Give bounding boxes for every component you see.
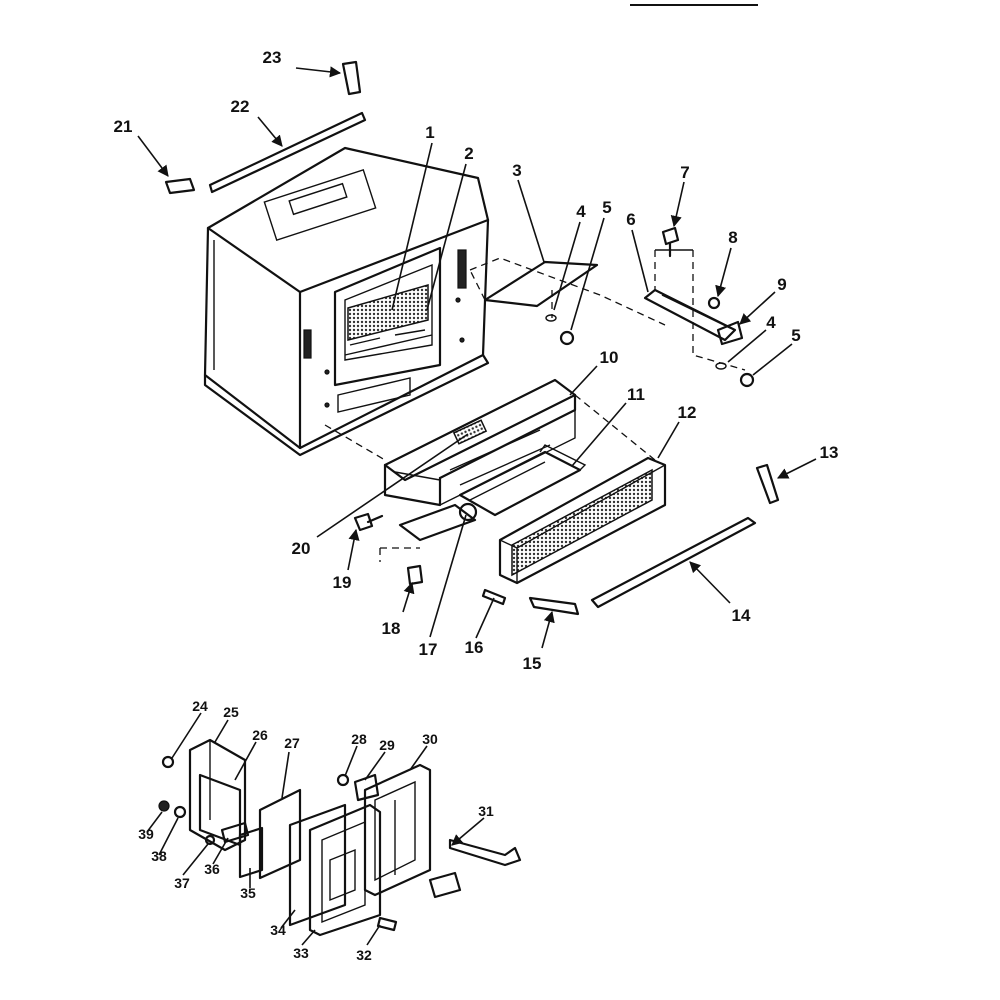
part-38-washer (173, 805, 187, 819)
label-32: 32 (356, 947, 372, 963)
part-3-plate (483, 260, 599, 308)
label-30: 30 (422, 731, 438, 747)
part-37-washer (204, 834, 216, 846)
part-32-screw (376, 916, 398, 932)
label-3: 3 (512, 161, 521, 180)
label-31: 31 (478, 803, 494, 819)
label-21: 21 (114, 117, 133, 136)
label-33: 33 (293, 945, 309, 961)
part-17-fan-bracket (398, 503, 477, 542)
label-27: 27 (284, 735, 300, 751)
part-6-bracket (643, 288, 737, 342)
part-34-gasket (288, 803, 347, 927)
label-6: 6 (626, 210, 635, 229)
label-14: 14 (732, 606, 751, 625)
label-9: 9 (777, 275, 786, 294)
part-26-plate (198, 773, 242, 847)
part-5-nut (559, 330, 575, 346)
part-27-gasket (258, 788, 302, 880)
label-10: 10 (600, 348, 619, 367)
part-33-door (308, 803, 382, 937)
part-labels: 1 2 3 4 5 6 7 8 9 4 5 10 11 12 13 14 15 … (114, 48, 839, 963)
label-26: 26 (252, 727, 268, 743)
label-38: 38 (151, 848, 167, 864)
label-5b: 5 (791, 326, 800, 345)
part-21-handle (164, 177, 196, 195)
part-22-trim-strip (208, 111, 367, 194)
label-1: 1 (425, 123, 434, 142)
label-34: 34 (270, 922, 286, 938)
part-4-washer-right (715, 362, 727, 370)
label-23: 23 (263, 48, 282, 67)
part-31-handle (448, 838, 522, 867)
part-39-nut (158, 800, 170, 812)
label-16: 16 (465, 638, 484, 657)
part-13-trim (755, 463, 780, 505)
label-12: 12 (678, 403, 697, 422)
label-15: 15 (523, 654, 542, 673)
leader-lines (137, 66, 817, 946)
part-35-plate (238, 826, 264, 879)
part-15-trim-piece (528, 596, 580, 616)
label-7: 7 (680, 163, 689, 182)
part-29-latch (353, 773, 380, 802)
label-39: 39 (138, 826, 154, 842)
part-23-plug (341, 60, 362, 96)
label-29: 29 (379, 737, 395, 753)
part-5-nut-right (739, 372, 755, 388)
part-4-washer (545, 314, 557, 322)
label-17: 17 (419, 640, 438, 659)
label-24: 24 (192, 698, 208, 714)
label-18: 18 (382, 619, 401, 638)
part-36-clip (220, 821, 250, 844)
part-18-clip (406, 564, 424, 586)
part-25-bracket (188, 738, 247, 852)
part-12-grille (498, 456, 667, 585)
stove-body (203, 146, 490, 457)
part-19-screw (353, 512, 384, 532)
part-14-rail (590, 516, 757, 609)
label-37: 37 (174, 875, 190, 891)
label-22: 22 (231, 97, 250, 116)
label-8: 8 (728, 228, 737, 247)
label-35: 35 (240, 885, 256, 901)
label-4a: 4 (576, 202, 586, 221)
label-4b: 4 (766, 313, 776, 332)
label-25: 25 (223, 704, 239, 720)
part-8-nut (707, 296, 721, 310)
part-9-clip (716, 320, 744, 346)
part-28-nut (336, 773, 350, 787)
part-16-screw (481, 588, 507, 606)
label-36: 36 (204, 861, 220, 877)
label-19: 19 (333, 573, 352, 592)
label-28: 28 (351, 731, 367, 747)
part-24-nut (161, 755, 175, 769)
label-11: 11 (627, 385, 645, 404)
label-20: 20 (292, 539, 311, 558)
label-2: 2 (464, 144, 473, 163)
label-5a: 5 (602, 198, 611, 217)
label-13: 13 (820, 443, 839, 462)
part-7-bolt (661, 226, 680, 258)
door-assembly (158, 738, 522, 937)
